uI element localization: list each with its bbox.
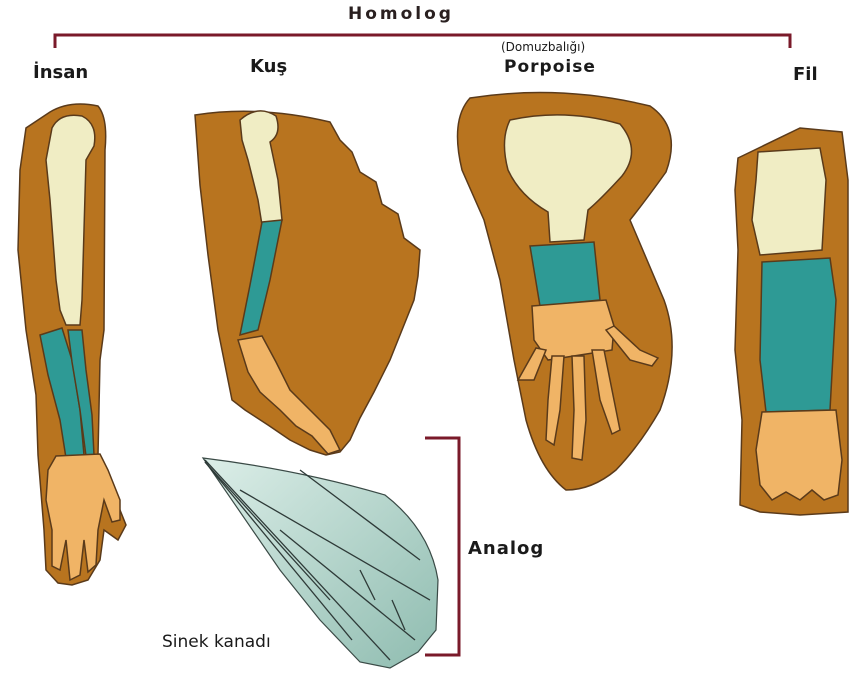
porpoise-translation-label: (Domuzbalığı) [501,40,585,54]
human-arm [18,104,126,585]
bird-wing-outline [195,111,420,455]
porpoise-label: Porpoise [504,57,596,77]
porpoise-radius-ulna [530,242,600,306]
sinek-kanadi-label: Sinek kanadı [162,632,271,652]
homolog-bracket [55,35,790,48]
kus-label: Kuş [250,56,287,77]
analog-label: Analog [468,538,544,559]
fil-label: Fil [793,64,818,85]
porpoise-flipper [458,93,673,490]
homolog-label: Homolog [348,4,454,24]
elephant-leg [735,128,848,515]
elephant-radius-ulna [760,258,836,412]
bird-wing [195,111,420,455]
insan-label: İnsan [33,62,88,83]
elephant-humerus [752,148,826,255]
elephant-foot-bones [756,410,842,500]
